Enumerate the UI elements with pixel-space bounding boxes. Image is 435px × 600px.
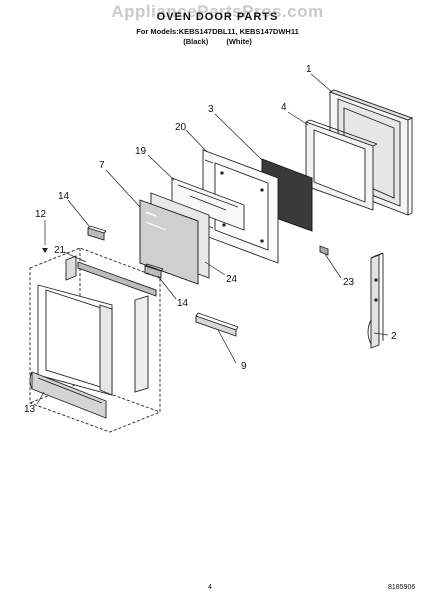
document-number: 8185906 — [388, 584, 416, 591]
callout-12: 12 — [35, 209, 47, 220]
part-door-assembly-solids — [37, 255, 149, 396]
color-variants: (Black) (White) — [0, 37, 435, 46]
part-door-frame — [305, 119, 378, 211]
part-inner-glass-panel — [171, 177, 245, 231]
part-clip — [319, 245, 329, 256]
callout-20: 20 — [175, 122, 187, 133]
callout-19: 19 — [135, 146, 147, 157]
watermark: AppliancePartsPros.com — [111, 2, 324, 21]
part-vent-trim — [195, 312, 239, 337]
page-number: 4 — [208, 584, 212, 591]
part-bracket-upper — [87, 225, 107, 241]
part-bracket-lower — [144, 263, 164, 279]
part-hinge — [367, 252, 384, 349]
callout-14-lower: 14 — [177, 298, 189, 309]
callout-3: 3 — [208, 104, 214, 115]
callout-21: 21 — [54, 245, 66, 256]
callout-24: 24 — [226, 274, 238, 285]
callout-13: 13 — [24, 404, 36, 415]
callout-leaders — [36, 73, 389, 405]
callout-1: 1 — [306, 64, 312, 75]
part-bottom-trim — [29, 371, 107, 419]
callout-4: 4 — [281, 102, 287, 113]
part-door-vent-bar — [77, 261, 157, 297]
callout-labels: 1 2 3 4 7 9 12 13 14 14 19 20 21 23 24 — [24, 64, 397, 415]
variant-black: (Black) — [183, 37, 209, 46]
callout-9: 9 — [241, 361, 247, 372]
callout-7: 7 — [99, 160, 105, 171]
page-title: OVEN DOOR PARTS — [156, 11, 279, 23]
models-line: For Models:KEBS147DBL11, KEBS147DWH11 — [136, 27, 299, 36]
variant-white: (White) — [226, 37, 252, 46]
part-front-glass — [139, 199, 199, 285]
callout-14-upper: 14 — [58, 191, 70, 202]
callout-23: 23 — [343, 277, 355, 288]
callout-2: 2 — [391, 331, 397, 342]
